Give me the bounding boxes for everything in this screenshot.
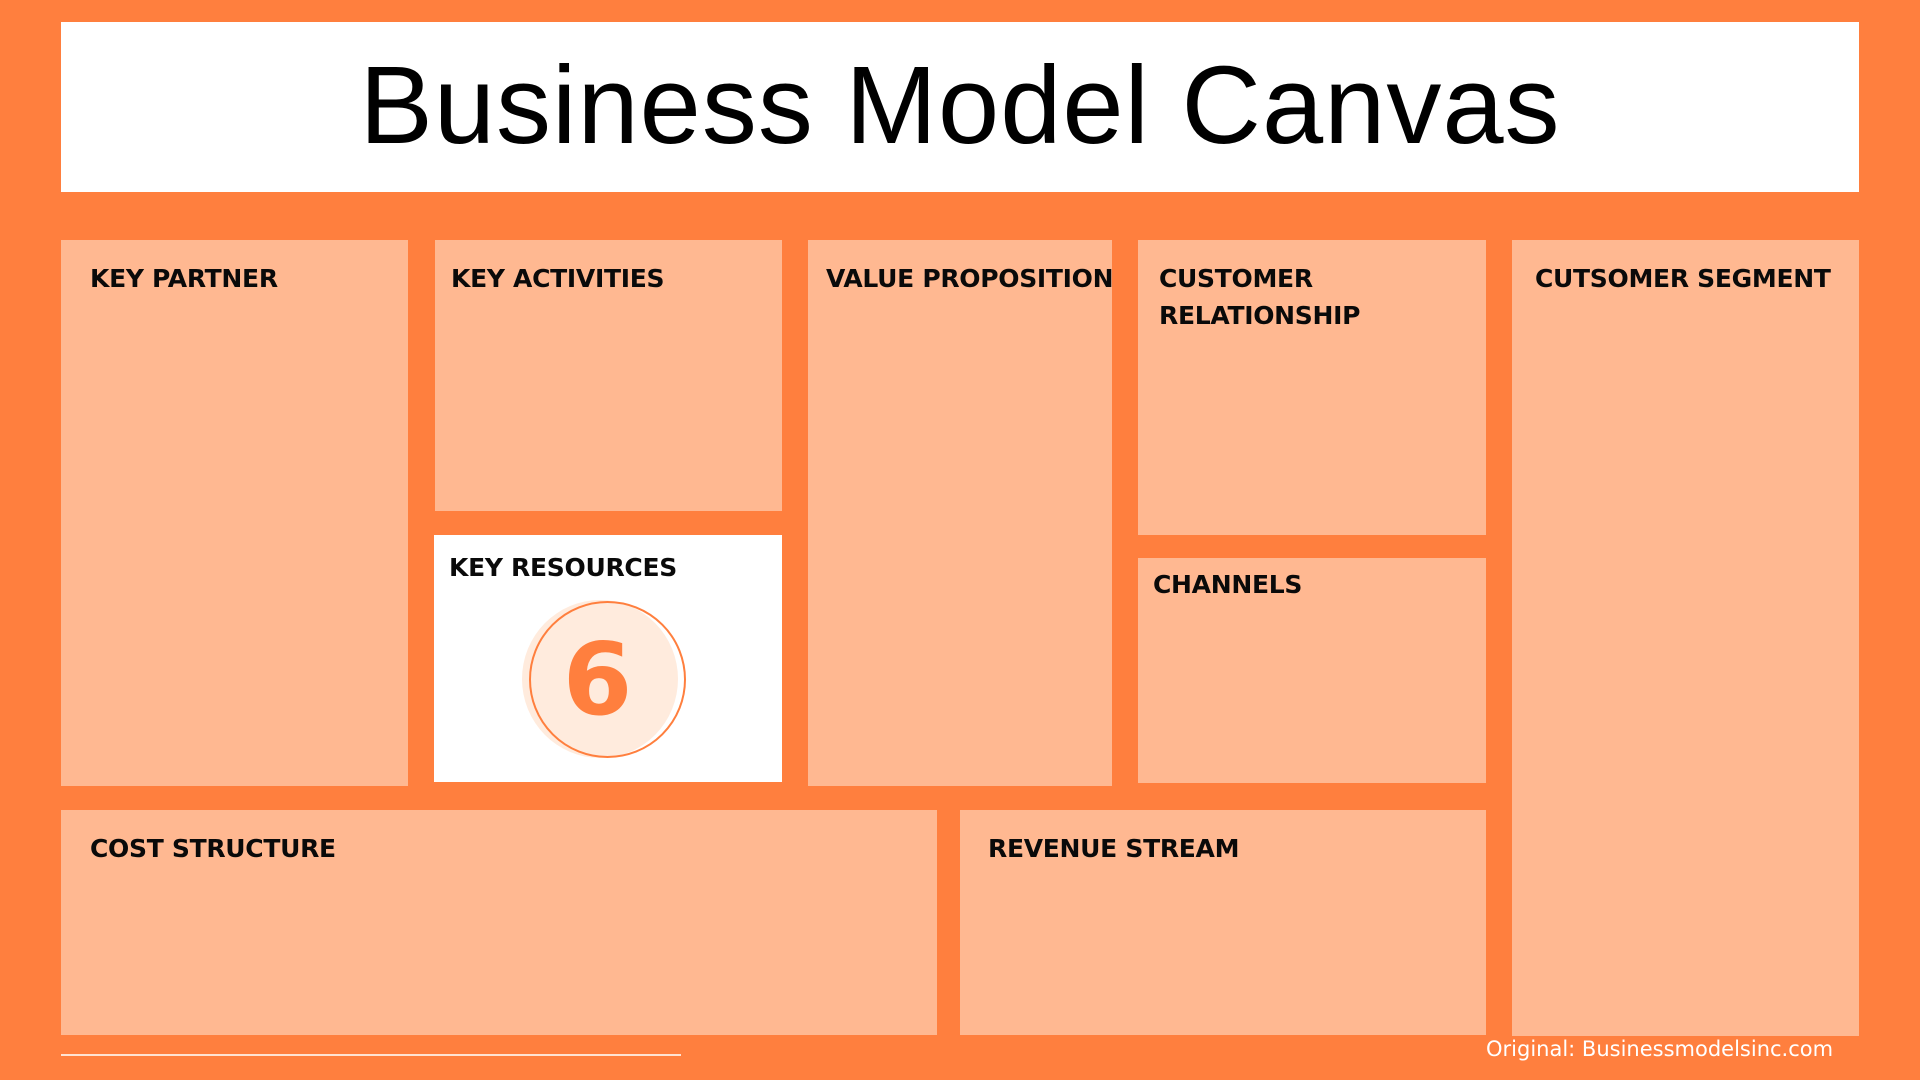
revenue-stream-label: REVENUE STREAM: [988, 834, 1240, 863]
cost-structure-label: COST STRUCTURE: [90, 834, 336, 863]
revenue-stream-block: REVENUE STREAM: [960, 810, 1486, 1035]
key-partner-block: KEY PARTNER: [61, 240, 408, 786]
customer-segment-block: CUTSOMER SEGMENT: [1512, 240, 1859, 1036]
title-banner: Business Model Canvas: [61, 22, 1859, 192]
footer-divider: [61, 1054, 681, 1056]
customer-relationship-block: CUSTOMER RELATIONSHIP: [1138, 240, 1486, 535]
page-title: Business Model Canvas: [359, 43, 1561, 167]
customer-relationship-label-line2: RELATIONSHIP: [1159, 301, 1361, 330]
cost-structure-block: COST STRUCTURE: [61, 810, 937, 1035]
customer-segment-label: CUTSOMER SEGMENT: [1535, 264, 1831, 293]
key-activities-label: KEY ACTIVITIES: [451, 264, 665, 293]
channels-label: CHANNELS: [1153, 570, 1303, 599]
step-number-badge: 6: [522, 600, 692, 770]
source-credit: Original: Businessmodelsinc.com: [1486, 1037, 1834, 1061]
badge-ring-circle: [529, 601, 686, 758]
badge-number: 6: [562, 621, 633, 738]
customer-relationship-label-line1: CUSTOMER: [1159, 264, 1313, 293]
channels-block: CHANNELS: [1138, 558, 1486, 783]
value-proposition-label: VALUE PROPOSITION: [826, 264, 1114, 293]
value-proposition-block: VALUE PROPOSITION: [808, 240, 1114, 786]
key-activities-block: KEY ACTIVITIES: [435, 240, 782, 511]
key-resources-label: KEY RESOURCES: [449, 553, 677, 582]
key-partner-label: KEY PARTNER: [90, 264, 278, 293]
